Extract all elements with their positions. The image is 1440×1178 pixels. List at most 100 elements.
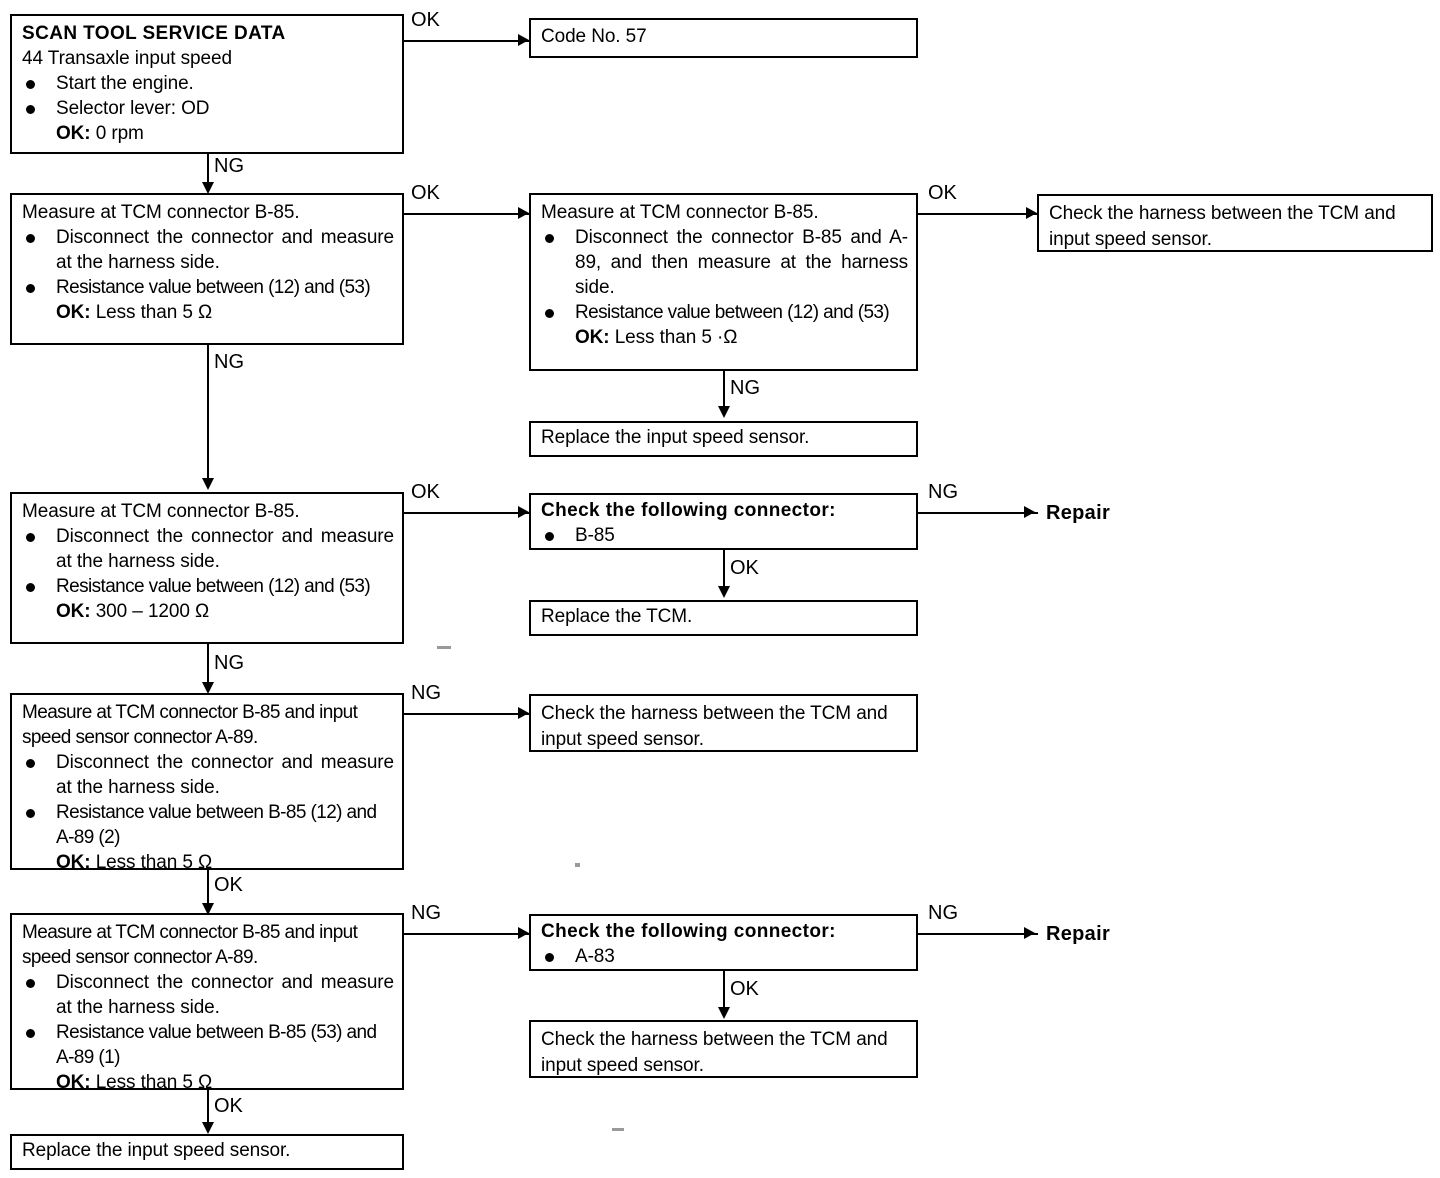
edge-measure12-to-harness xyxy=(404,713,530,715)
list-item: Disconnect the connector and measure at … xyxy=(22,750,394,800)
terminal-repair-2: Repair xyxy=(1046,923,1111,945)
step-text: Resistance value between B-85 (12) and A… xyxy=(56,802,377,848)
step-text: Disconnect the connector and measure at … xyxy=(56,972,394,1018)
measure-b85-a-ok-line: OK: Less than 5 Ω xyxy=(22,300,394,325)
list-item: Selector lever: OD xyxy=(22,96,394,121)
code-no-text: Code No. 57 xyxy=(541,26,647,47)
ok-value: Less than 5 ·Ω xyxy=(614,327,738,348)
box-check-connector-b85: Check the following connector: B-85 xyxy=(529,493,918,550)
measure-12-steps: Disconnect the connector and measure at … xyxy=(22,750,394,850)
ok-value: 0 rpm xyxy=(95,123,144,144)
ok-value: 300 – 1200 Ω xyxy=(95,601,210,622)
ok-value: Less than 5 Ω xyxy=(95,1072,213,1093)
scan-tool-header: SCAN TOOL SERVICE DATA xyxy=(22,23,286,44)
edge-connectorB85-to-repair xyxy=(918,512,1038,514)
edge-label-ng: NG xyxy=(214,351,244,373)
check-connector-b85-list: B-85 xyxy=(541,523,908,548)
measure-12-header: Measure at TCM connector B-85 and input … xyxy=(22,702,358,748)
edge-measureA-down xyxy=(207,345,209,485)
list-item: Disconnect the connector B-85 and A-89, … xyxy=(541,225,908,300)
edge-label-ok: OK xyxy=(214,874,243,896)
bullet-icon xyxy=(26,979,35,988)
box-replace-sensor-1: Replace the input speed sensor. xyxy=(529,421,918,457)
edge-measure53-to-connector xyxy=(404,933,530,935)
arrow-right-icon xyxy=(518,707,529,719)
edge-label-ng: NG xyxy=(411,682,441,704)
ok-label: OK: xyxy=(56,302,91,323)
arrow-right-icon xyxy=(518,34,529,46)
scan-tool-subheader: 44 Transaxle input speed xyxy=(22,48,232,69)
check-connector-a83-list: A-83 xyxy=(541,944,908,969)
ok-value: Less than 5 Ω xyxy=(95,852,213,873)
arrow-right-icon xyxy=(518,207,529,219)
step-text: Disconnect the connector and measure at … xyxy=(56,526,394,572)
edge-measure53-down xyxy=(207,1090,209,1126)
measure-b85-a89-steps: Disconnect the connector B-85 and A-89, … xyxy=(541,225,908,325)
bullet-icon xyxy=(26,809,35,818)
edge-scan-to-measure xyxy=(207,154,209,186)
box-measure-b85-53-a89-1: Measure at TCM connector B-85 and input … xyxy=(10,913,404,1093)
bullet-icon xyxy=(26,583,35,592)
measure-53-ok-line: OK: Less than 5 Ω xyxy=(22,1070,394,1095)
scan-speck xyxy=(437,646,451,649)
step-text: Disconnect the connector B-85 and A-89, … xyxy=(575,227,908,298)
box-check-connector-a83: Check the following connector: A-83 xyxy=(529,914,918,971)
box-check-harness-2: Check the harness between the TCM and in… xyxy=(529,694,918,752)
list-item: A-83 xyxy=(541,944,908,969)
list-item: Disconnect the connector and measure at … xyxy=(22,524,394,574)
arrow-down-icon xyxy=(202,1122,214,1134)
measure-b85-a-header: Measure at TCM connector B-85. xyxy=(22,202,300,223)
bullet-icon xyxy=(26,284,35,293)
replace-tcm-text: Replace the TCM. xyxy=(541,606,693,627)
measure-b85-b-steps: Disconnect the connector and measure at … xyxy=(22,524,394,599)
scan-tool-ok-line: OK: 0 rpm xyxy=(22,121,394,146)
check-harness-3-text: Check the harness between the TCM and in… xyxy=(541,1029,888,1076)
replace-sensor-1-text: Replace the input speed sensor. xyxy=(541,427,810,448)
box-measure-b85-12-a89-2: Measure at TCM connector B-85 and input … xyxy=(10,693,404,873)
edge-measureA-to-measureA89 xyxy=(404,213,530,215)
box-measure-b85-a89: Measure at TCM connector B-85. Disconnec… xyxy=(529,193,918,371)
step-text: Resistance value between B-85 (53) and A… xyxy=(56,1022,377,1068)
list-item: Start the engine. xyxy=(22,71,394,96)
scan-tool-steps: Start the engine. Selector lever: OD xyxy=(22,71,394,121)
terminal-repair-1: Repair xyxy=(1046,502,1111,524)
edge-label-ok: OK xyxy=(411,481,440,503)
check-connector-a83-header: Check the following connector: xyxy=(541,921,836,942)
box-measure-b85-b: Measure at TCM connector B-85. Disconnec… xyxy=(10,492,404,644)
list-item: Resistance value between (12) and (53) xyxy=(22,574,394,599)
ok-label: OK: xyxy=(56,1072,91,1093)
edge-measure12-down xyxy=(207,870,209,908)
edge-label-ng: NG xyxy=(928,902,958,924)
edge-connectorB85-down xyxy=(723,550,725,590)
ok-label: OK: xyxy=(575,327,610,348)
bullet-icon xyxy=(26,533,35,542)
edge-measureA89-to-harness xyxy=(918,213,1040,215)
bullet-icon xyxy=(26,759,35,768)
edge-measureB-to-connector xyxy=(404,512,530,514)
measure-b85-a89-ok-line: OK: Less than 5 ·Ω xyxy=(541,325,908,350)
arrow-right-icon xyxy=(518,927,529,939)
list-item: Disconnect the connector and measure at … xyxy=(22,225,394,275)
edge-label-ok: OK xyxy=(411,182,440,204)
box-code-no: Code No. 57 xyxy=(529,18,918,58)
edge-scan-to-code xyxy=(404,40,529,42)
list-item: Resistance value between B-85 (53) and A… xyxy=(22,1020,394,1070)
arrow-down-icon xyxy=(718,1007,730,1019)
box-replace-tcm: Replace the TCM. xyxy=(529,600,918,636)
edge-label-ok: OK xyxy=(411,9,440,31)
arrow-down-icon xyxy=(202,903,214,915)
bullet-icon xyxy=(545,953,554,962)
scan-speck xyxy=(612,1128,624,1131)
arrow-down-icon xyxy=(202,682,214,694)
list-item: Resistance value between (12) and (53) xyxy=(541,300,908,325)
edge-measureB-down xyxy=(207,644,209,686)
arrow-right-icon xyxy=(1026,207,1037,219)
edge-label-ok: OK xyxy=(730,557,759,579)
box-check-harness-1: Check the harness between the TCM and in… xyxy=(1037,194,1433,252)
edge-label-ng: NG xyxy=(411,902,441,924)
list-item: B-85 xyxy=(541,523,908,548)
step-text: Resistance value between (12) and (53) xyxy=(56,277,371,298)
connector-name: A-83 xyxy=(575,946,615,967)
edge-measureA89-down xyxy=(723,371,725,411)
